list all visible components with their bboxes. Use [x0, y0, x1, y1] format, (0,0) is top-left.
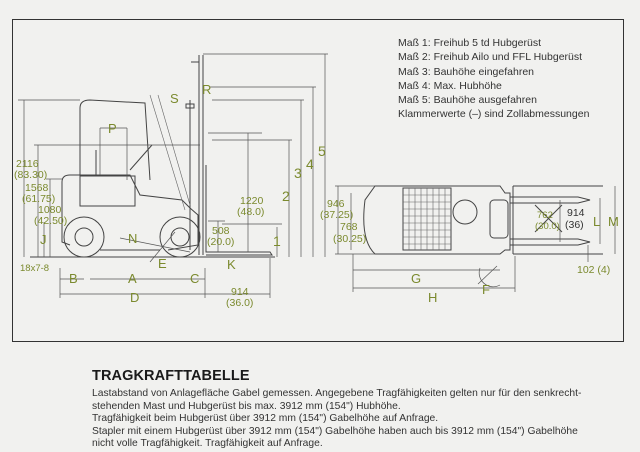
dim-768-in: (30.25): [333, 233, 366, 245]
dim-762-crossed: 762: [537, 210, 553, 221]
dimension-labels: 2116 (83.30) 1568 (61.75) 1080 (42.50) 1…: [14, 82, 619, 309]
legend-item: Maß 3: Bauhöhe eingefahren: [398, 65, 535, 78]
dim-914-width-in: (36): [565, 219, 584, 231]
label-a: A: [128, 271, 137, 286]
label-k: K: [227, 257, 236, 272]
steering-wheel: [129, 144, 153, 171]
seat-housing: [79, 175, 136, 207]
top-view: [335, 185, 616, 292]
label-r: R: [202, 82, 211, 97]
dim-768: 768: [340, 221, 358, 233]
label-b: B: [69, 271, 78, 286]
mast-dim-4: 4: [306, 156, 314, 172]
mast-dim-5: 5: [318, 143, 326, 159]
label-g: G: [411, 271, 421, 286]
overhead-guard: [79, 99, 151, 181]
mast: [149, 55, 204, 255]
mast-dim-1: 1: [273, 233, 281, 249]
fork-top-upper: [510, 196, 591, 204]
rear-wheel: [63, 216, 105, 258]
dim-946: 946: [327, 198, 345, 210]
engine-grille: [402, 187, 452, 251]
side-view: [18, 53, 328, 298]
body-line: Stapler mit einem Hubgerüst über 3912 mm…: [92, 425, 578, 437]
body-line: nicht volle Tragfähigkeit. Tragfähigkeit…: [92, 438, 323, 450]
section-title: TRAGKRAFTTABELLE: [92, 368, 250, 384]
dim-1080-in: (42.50): [34, 215, 67, 227]
dim-914-width: 914: [567, 207, 585, 219]
section-body: Lastabstand von Anlagefläche Gabel gemes…: [92, 388, 632, 451]
body-line: Lastabstand von Anlagefläche Gabel gemes…: [92, 388, 582, 399]
label-j: J: [40, 232, 47, 247]
dim-102: 102 (4): [577, 264, 610, 276]
tilted-mast-outline: [149, 94, 191, 211]
dim-1220: 1220: [240, 195, 264, 207]
label-d: D: [130, 290, 139, 305]
label-h: H: [428, 290, 437, 305]
forklift-dimension-drawing: 2116 (83.30) 1568 (61.75) 1080 (42.50) 1…: [14, 53, 619, 309]
fork-top-lower: [510, 238, 591, 246]
tire-size: 18x7-8: [20, 263, 49, 274]
dim-1568: 1568: [25, 182, 49, 194]
label-l: L: [593, 214, 600, 229]
legend-item: Klammerwerte (–) sind Zollabmessungen: [398, 108, 590, 121]
dim-762-in-crossed: (30.0): [535, 221, 560, 232]
steering-wheel-top: [452, 199, 478, 225]
front-wheel: [159, 216, 201, 258]
label-n: N: [128, 231, 137, 246]
legend-item: Maß 4: Max. Hubhöhe: [398, 79, 502, 92]
body-line: stehenden Mast und Hubgerüst bis max. 39…: [92, 400, 401, 412]
mast-top: [489, 199, 509, 239]
body-line: Tragfähigkeit beim Hubgerüst über 3912 m…: [92, 413, 439, 425]
fork: [205, 165, 273, 256]
dim-1220-in: (48.0): [237, 206, 264, 218]
dim-914-in: (36.0): [226, 297, 253, 309]
drawing-frame: [12, 19, 624, 342]
label-e: E: [158, 256, 167, 271]
legend-item: Maß 2: Freihub Ailo und FFL Hubgerüst: [398, 51, 583, 64]
truck-outline-top: [363, 185, 511, 255]
mast-dim-3: 3: [294, 165, 302, 181]
dim-1568-in: (61.75): [22, 193, 55, 205]
dim-2116: 2116: [16, 158, 39, 170]
mast-dim-2: 2: [282, 188, 290, 204]
label-p: P: [108, 121, 117, 136]
legend-item: Maß 5: Bauhöhe ausgefahren: [398, 94, 537, 107]
dim-2116-in: (83.30): [14, 169, 47, 181]
dimension-legend: Maß 1: Freihub 5 td Hubgerüst Maß 2: Fre…: [398, 36, 589, 122]
dim-1080: 1080: [38, 204, 62, 216]
dim-946-in: (37.25): [320, 209, 353, 221]
dim-508-in: (20.0): [207, 236, 234, 248]
label-c: C: [190, 271, 199, 286]
label-m: M: [608, 214, 619, 229]
legend-item: Maß 1: Freihub 5 td Hubgerüst: [398, 37, 541, 49]
label-f: F: [482, 282, 490, 297]
dimension-lines: [18, 53, 328, 298]
dim-508: 508: [212, 225, 230, 237]
dimension-lines-top: [335, 185, 616, 292]
dim-914: 914: [231, 286, 249, 298]
label-s: S: [170, 91, 179, 106]
